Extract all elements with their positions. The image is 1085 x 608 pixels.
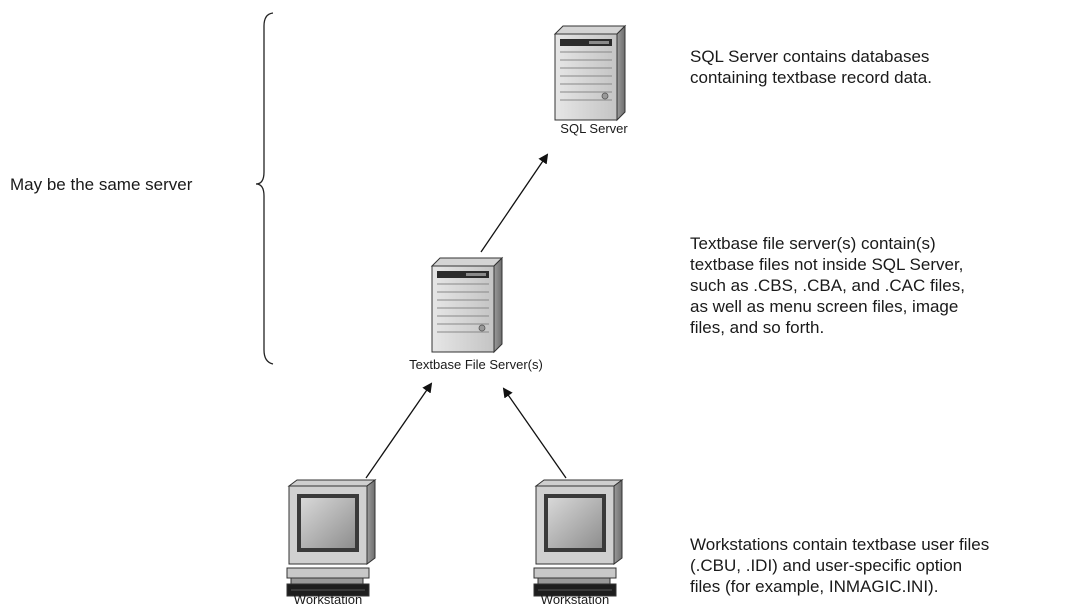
workstation-label: Workstation — [541, 592, 609, 607]
arrow-workstation-left-to-file-server — [365, 382, 433, 479]
brace-label: May be the same server — [10, 175, 193, 194]
file-server-description: Textbase file server(s) contain(s) textb… — [690, 234, 965, 337]
server-icon — [430, 256, 504, 354]
server-icon — [553, 24, 627, 122]
workstation-label: Workstation — [294, 592, 362, 607]
arrow-file-server-to-sql-server — [480, 153, 549, 253]
workstations-description: Workstations contain textbase user files… — [690, 535, 990, 596]
sql-server-description: SQL Server contains databases containing… — [690, 47, 932, 87]
brace — [255, 12, 274, 365]
arrow-workstation-right-to-file-server — [502, 387, 567, 479]
sql-server-label: SQL Server — [560, 121, 628, 136]
textbase-file-server-label: Textbase File Server(s) — [409, 357, 543, 372]
computer-icon — [286, 479, 377, 597]
computer-icon — [533, 479, 624, 597]
